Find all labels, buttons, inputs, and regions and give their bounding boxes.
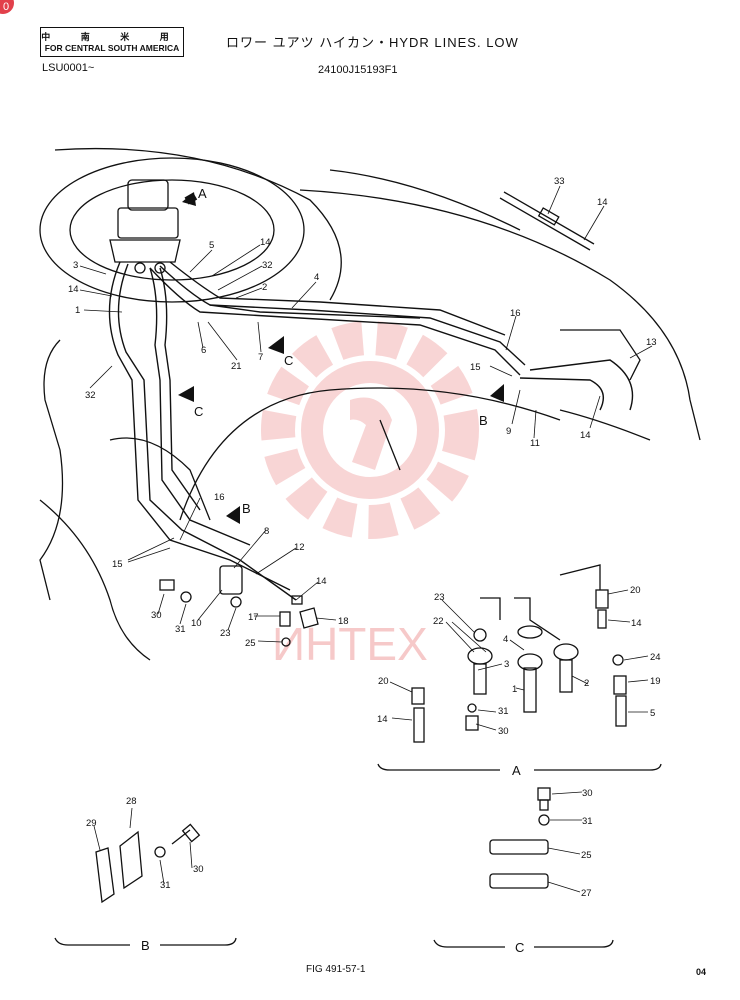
callout-10: 10 xyxy=(191,618,202,629)
swivel-joint xyxy=(109,179,181,274)
callout-28: 28 xyxy=(126,796,137,807)
lower-left-fittings xyxy=(159,565,319,647)
section-lines xyxy=(54,763,662,948)
region-jp-label: 中 南 米 用 xyxy=(41,32,183,42)
view-label-c-arrow: C xyxy=(194,404,203,419)
callout-14: 14 xyxy=(377,714,388,725)
detail-c-parts xyxy=(489,787,551,889)
callout-8: 8 xyxy=(264,526,269,537)
callout-3: 3 xyxy=(73,260,78,271)
figure-number: FIG 491-57-1 xyxy=(306,964,366,975)
callout-1: 1 xyxy=(512,684,517,695)
callout-21: 21 xyxy=(231,361,242,372)
view-arrows xyxy=(178,192,504,524)
callout-2: 2 xyxy=(262,282,267,293)
callout-31: 31 xyxy=(498,706,509,717)
callout-11: 11 xyxy=(530,438,540,449)
callout-14: 14 xyxy=(260,237,271,248)
serial-range: LSU0001~ xyxy=(42,62,95,74)
callout-31: 31 xyxy=(175,624,186,635)
view-label-a: A xyxy=(512,763,521,778)
callout-29: 29 xyxy=(86,818,97,829)
detail-a-parts xyxy=(411,564,627,743)
callout-23: 23 xyxy=(220,628,231,639)
view-label-b-arrow: B xyxy=(242,501,251,516)
page-title: ロワー ユアツ ハイカン・HYDR LINES. LOW xyxy=(226,35,519,50)
detail-b-parts xyxy=(95,823,201,904)
callout-4: 4 xyxy=(314,272,319,283)
callout-14: 14 xyxy=(316,576,327,587)
callout-14: 14 xyxy=(597,197,608,208)
view-label-c-arrow: C xyxy=(284,353,293,368)
callout-20: 20 xyxy=(630,585,641,596)
watermark-text: ИНТЕХ xyxy=(272,618,428,670)
callout-16: 16 xyxy=(214,492,225,503)
view-label-a-arrow: A xyxy=(198,186,207,201)
callout-32: 32 xyxy=(85,390,96,401)
callout-25: 25 xyxy=(581,850,592,861)
callout-31: 31 xyxy=(582,816,593,827)
hydraulic-lines xyxy=(108,261,634,601)
callout-30: 30 xyxy=(151,610,162,621)
callout-18: 18 xyxy=(338,616,349,627)
hose-detail xyxy=(499,191,595,251)
callout-15: 15 xyxy=(470,362,481,373)
callout-15: 15 xyxy=(112,559,123,570)
callout-6: 6 xyxy=(201,345,206,356)
view-label-b: B xyxy=(141,938,150,953)
region-en-label: FOR CENTRAL SOUTH AMERICA xyxy=(44,43,180,53)
callout-5: 5 xyxy=(209,240,214,251)
callout-3: 3 xyxy=(504,659,509,670)
view-label-c: C xyxy=(515,940,524,955)
callout-33: 33 xyxy=(554,176,565,187)
callout-19: 19 xyxy=(650,676,661,687)
callout-25: 25 xyxy=(245,638,256,649)
callout-27: 27 xyxy=(581,888,592,899)
callout-30: 30 xyxy=(193,864,204,875)
leader-lines xyxy=(79,185,653,893)
watermark-gear-logo xyxy=(261,321,479,539)
callout-17: 17 xyxy=(248,612,259,623)
callout-22: 22 xyxy=(433,616,444,627)
callout-12: 12 xyxy=(294,542,305,553)
callout-4: 4 xyxy=(503,634,508,645)
callout-20: 20 xyxy=(378,676,389,687)
callout-30: 30 xyxy=(498,726,509,737)
callout-1: 1 xyxy=(75,305,80,316)
callout-32: 32 xyxy=(262,260,273,271)
callout-14: 14 xyxy=(68,284,79,295)
callout-5: 5 xyxy=(650,708,655,719)
callout-14: 14 xyxy=(631,618,642,629)
callout-14: 14 xyxy=(580,430,591,441)
callout-23: 23 xyxy=(434,592,445,603)
corner-badge: 0 xyxy=(0,0,14,14)
machine-outline xyxy=(39,147,701,661)
callout-31: 31 xyxy=(160,880,171,891)
callout-9: 9 xyxy=(506,426,511,437)
callout-16: 16 xyxy=(510,308,521,319)
callout-13: 13 xyxy=(646,337,657,348)
callout-24: 24 xyxy=(650,652,661,663)
part-number: 24100J15193F1 xyxy=(318,64,398,76)
callout-7: 7 xyxy=(258,352,263,363)
callout-30: 30 xyxy=(582,788,593,799)
page-code: 04 xyxy=(696,967,707,977)
view-label-b-arrow: B xyxy=(479,413,488,428)
callout-2: 2 xyxy=(584,678,589,689)
region-box: 中 南 米 用 FOR CENTRAL SOUTH AMERICA xyxy=(40,27,184,57)
